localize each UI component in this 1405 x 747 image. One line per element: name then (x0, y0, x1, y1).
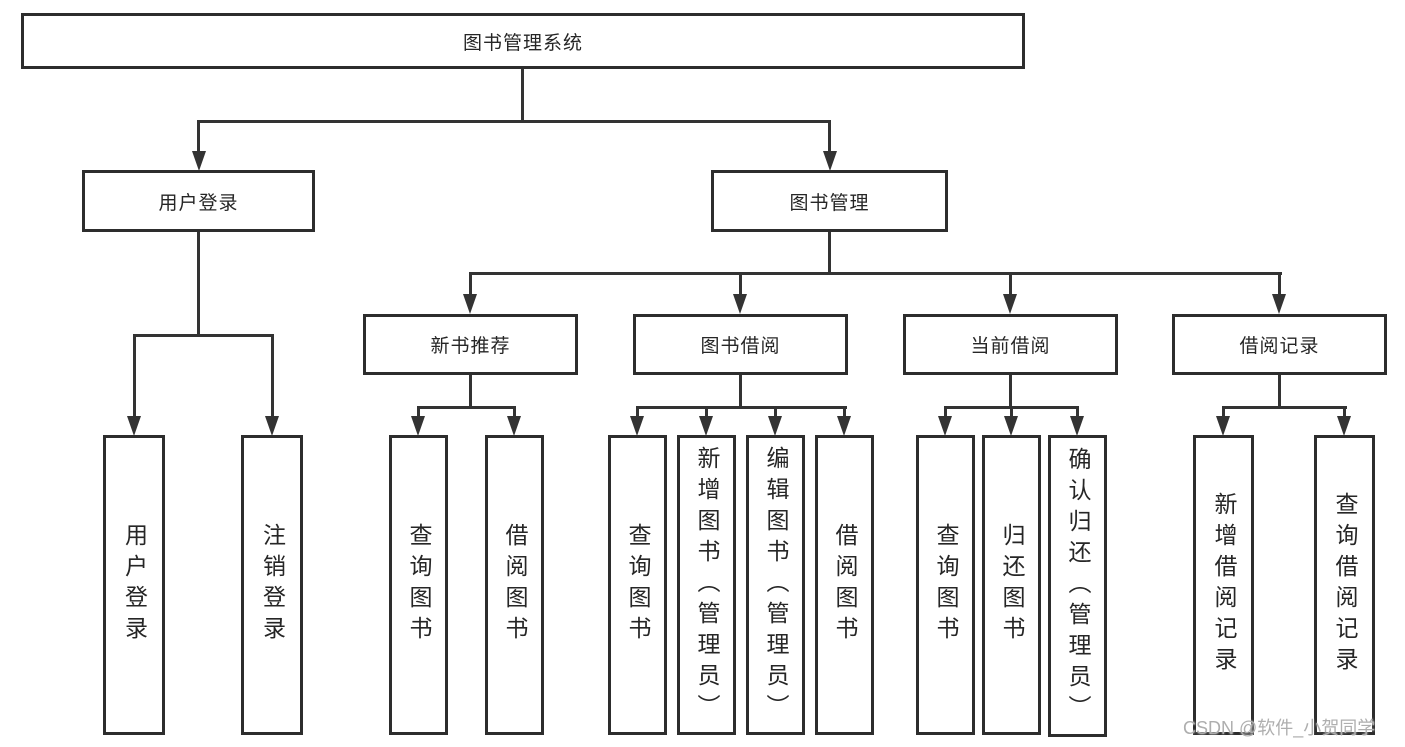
arrow-down-icon (768, 416, 782, 436)
node-book-management: 图书管理 (711, 170, 948, 232)
connector-book-management-stub-3 (1009, 272, 1012, 296)
arrow-down-icon (1003, 294, 1017, 314)
node-label: 新增图书（管理员） (694, 445, 720, 725)
leaf-borrow-books-borrowing: 借阅图书 (815, 435, 874, 735)
connector-book-management-stub-4 (1278, 272, 1281, 296)
connector-recommendation-stub-2 (513, 406, 516, 420)
node-label: 图书借阅 (700, 336, 781, 357)
connector-level1-stub-left (197, 120, 200, 152)
leaf-add-books-admin: 新增图书（管理员） (677, 435, 736, 735)
node-label: 查询图书 (406, 523, 432, 647)
node-label: 新书推荐 (430, 336, 511, 357)
connector-borrowing-stem (739, 375, 742, 408)
connector-current-stem (1009, 375, 1012, 408)
arrow-down-icon (507, 416, 521, 436)
node-label: 借阅图书 (832, 523, 858, 647)
leaf-user-login: 用户登录 (103, 435, 165, 735)
arrow-down-icon (699, 416, 713, 436)
csdn-watermark: CSDN @软件_小贺同学 (1183, 718, 1376, 738)
node-label: 借阅图书 (502, 523, 528, 647)
node-label: 图书管理 (789, 192, 870, 214)
connector-records-stub-2 (1343, 406, 1346, 420)
node-label: 用户登录 (158, 192, 239, 214)
node-label: 查询图书 (625, 523, 651, 647)
connector-recommendation-stem (469, 375, 472, 408)
arrow-down-icon (1004, 416, 1018, 436)
node-user-login: 用户登录 (82, 170, 315, 232)
connector-recommendation-stub-1 (417, 406, 420, 420)
connector-book-management-stem (828, 232, 831, 275)
connector-borrowing-stub-4 (843, 406, 846, 420)
arrow-down-icon (127, 416, 141, 436)
arrow-down-icon (411, 416, 425, 436)
node-label: 图书管理系统 (462, 32, 583, 54)
node-new-book-recommendation: 新书推荐 (363, 314, 578, 375)
leaf-query-books-recommendation: 查询图书 (389, 435, 448, 735)
connector-user-login-stub-2 (271, 334, 274, 418)
node-current-borrowing: 当前借阅 (903, 314, 1118, 375)
leaf-return-books: 归还图书 (982, 435, 1041, 735)
arrow-down-icon (630, 416, 644, 436)
leaf-query-borrow-record: 查询借阅记录 (1314, 435, 1375, 735)
connector-current-stub-2 (1010, 406, 1013, 420)
leaf-edit-books-admin: 编辑图书（管理员） (746, 435, 805, 735)
leaf-query-books-current: 查询图书 (916, 435, 975, 735)
arrow-down-icon (1216, 416, 1230, 436)
arrow-down-icon (823, 151, 837, 171)
arrow-down-icon (733, 294, 747, 314)
arrow-down-icon (938, 416, 952, 436)
node-label: 查询图书 (933, 523, 959, 647)
connector-root-stem (521, 69, 524, 121)
arrow-down-icon (1070, 416, 1084, 436)
connector-records-stub-1 (1222, 406, 1225, 420)
node-label: 新增借阅记录 (1211, 492, 1237, 678)
arrow-down-icon (463, 294, 477, 314)
connector-borrowing-stub-3 (774, 406, 777, 420)
node-label: 用户登录 (121, 523, 148, 647)
leaf-query-books-borrowing: 查询图书 (608, 435, 667, 735)
connector-recommendation-bar (417, 406, 516, 409)
node-borrowing-records: 借阅记录 (1172, 314, 1387, 375)
leaf-borrow-books-recommendation: 借阅图书 (485, 435, 544, 735)
node-book-borrowing: 图书借阅 (633, 314, 848, 375)
connector-current-stub-3 (1076, 406, 1079, 420)
node-label: 当前借阅 (970, 336, 1051, 357)
connector-user-login-bar (133, 334, 274, 337)
connector-level1-stub-right (828, 120, 831, 152)
arrow-down-icon (1272, 294, 1286, 314)
connector-borrowing-stub-2 (705, 406, 708, 420)
connector-records-bar (1222, 406, 1347, 409)
node-label: 借阅记录 (1239, 336, 1320, 357)
connector-user-login-stub-1 (133, 334, 136, 418)
node-label: 注销登录 (259, 523, 286, 647)
leaf-confirm-return-admin: 确认归还（管理员） (1048, 435, 1107, 737)
connector-current-stub-1 (944, 406, 947, 420)
connector-level1-bar (197, 120, 831, 123)
leaf-logout-login: 注销登录 (241, 435, 303, 735)
node-library-management-system: 图书管理系统 (21, 13, 1025, 69)
arrow-down-icon (1337, 416, 1351, 436)
arrow-down-icon (192, 151, 206, 171)
arrow-down-icon (265, 416, 279, 436)
node-label: 编辑图书（管理员） (763, 445, 789, 725)
connector-borrowing-bar (636, 406, 847, 409)
node-label: 归还图书 (999, 523, 1025, 647)
connector-records-stem (1278, 375, 1281, 408)
connector-book-management-stub-1 (469, 272, 472, 296)
leaf-add-borrow-record: 新增借阅记录 (1193, 435, 1254, 735)
connector-borrowing-stub-1 (636, 406, 639, 420)
node-label: 确认归还（管理员） (1065, 446, 1091, 726)
connector-user-login-stem (197, 232, 200, 336)
connector-book-management-stub-2 (739, 272, 742, 296)
node-label: 查询借阅记录 (1332, 492, 1358, 678)
connector-book-management-bar (469, 272, 1282, 275)
arrow-down-icon (837, 416, 851, 436)
